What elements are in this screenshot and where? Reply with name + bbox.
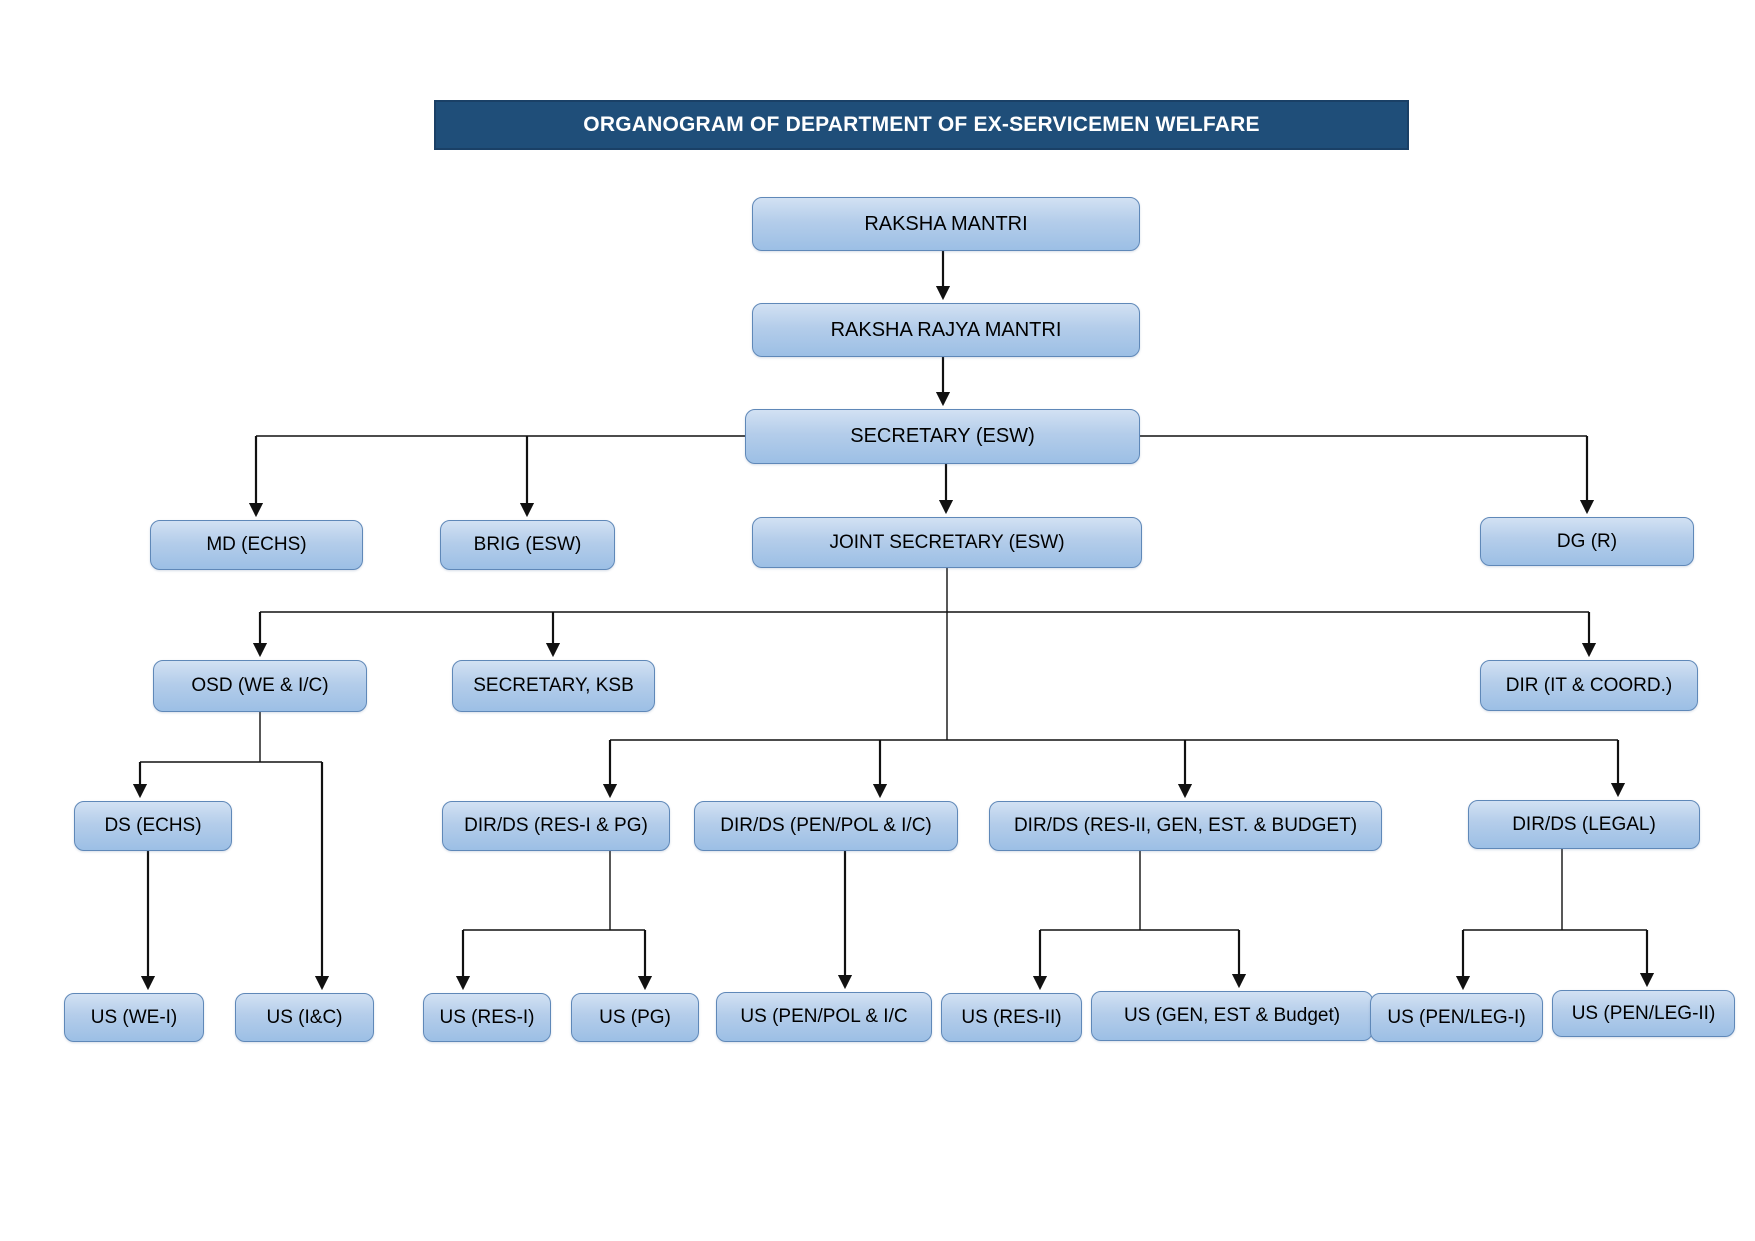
node-secretary-ksb: SECRETARY, KSB: [452, 660, 655, 712]
node-us-res2: US (RES-II): [941, 993, 1082, 1042]
node-us-penpol-ic: US (PEN/POL & I/C: [716, 992, 932, 1042]
node-dirds-res1-pg: DIR/DS (RES-I & PG): [442, 801, 670, 851]
node-dirds-penpol-ic: DIR/DS (PEN/POL & I/C): [694, 801, 958, 851]
node-us-ic: US (I&C): [235, 993, 374, 1042]
node-us-penleg1: US (PEN/LEG-I): [1370, 993, 1543, 1042]
node-dg-r: DG (R): [1480, 517, 1694, 566]
node-osd-we-ic: OSD (WE & I/C): [153, 660, 367, 712]
node-secretary-esw: SECRETARY (ESW): [745, 409, 1140, 464]
node-md-echs: MD (ECHS): [150, 520, 363, 570]
node-raksha-mantri: RAKSHA MANTRI: [752, 197, 1140, 251]
node-ds-echs: DS (ECHS): [74, 801, 232, 851]
node-dirds-res2-gen: DIR/DS (RES-II, GEN, EST. & BUDGET): [989, 801, 1382, 851]
node-us-penleg2: US (PEN/LEG-II): [1552, 990, 1735, 1037]
node-us-pg: US (PG): [571, 993, 699, 1042]
node-brig-esw: BRIG (ESW): [440, 520, 615, 570]
node-dirds-legal: DIR/DS (LEGAL): [1468, 800, 1700, 849]
page-title: ORGANOGRAM OF DEPARTMENT OF EX-SERVICEME…: [434, 100, 1409, 150]
node-us-res1: US (RES-I): [423, 993, 551, 1042]
node-joint-secretary-esw: JOINT SECRETARY (ESW): [752, 517, 1142, 568]
node-us-gen-est-budget: US (GEN, EST & Budget): [1091, 991, 1373, 1041]
node-dir-it-coord: DIR (IT & COORD.): [1480, 660, 1698, 711]
node-us-we1: US (WE-I): [64, 993, 204, 1042]
node-raksha-rajya-mantri: RAKSHA RAJYA MANTRI: [752, 303, 1140, 357]
